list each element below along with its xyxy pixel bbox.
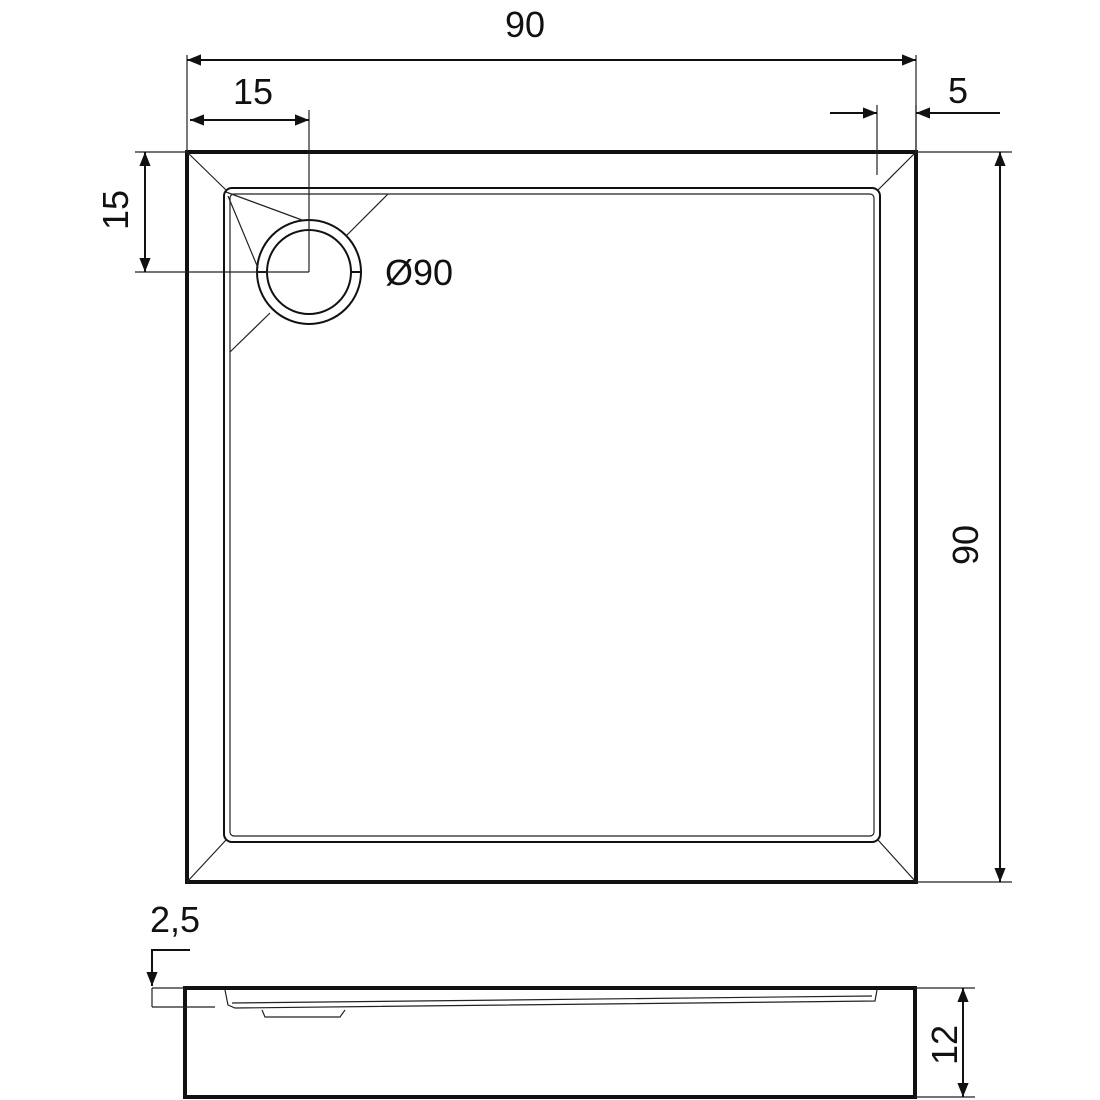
tray-outline [185, 150, 918, 884]
height-label: 12 [924, 1025, 965, 1065]
drain-offset-y-label: 15 [95, 190, 136, 230]
drain-offset-x-label: 15 [233, 71, 273, 112]
depth-label: 90 [945, 525, 986, 565]
basin-outline [223, 187, 881, 843]
plan-view: Ø90 [185, 150, 918, 884]
rim-width-label: 5 [948, 70, 968, 111]
drain-profile [261, 1009, 346, 1018]
drain-diameter-label: Ø90 [385, 252, 453, 293]
depth-dimension: 90 [916, 151, 1012, 883]
tray-side-outline [183, 986, 917, 1099]
width-label: 90 [505, 4, 545, 45]
rim-width-dimension: 5 [830, 70, 1000, 175]
drain-offset-x-dimension: 15 [190, 71, 310, 272]
rim-height-label: 2,5 [150, 899, 200, 940]
width-dimension: 90 [186, 4, 917, 152]
drain-offset-y-dimension: 15 [95, 151, 309, 273]
side-view: 2,5 12 [146, 899, 975, 1099]
corner-line [186, 151, 227, 191]
